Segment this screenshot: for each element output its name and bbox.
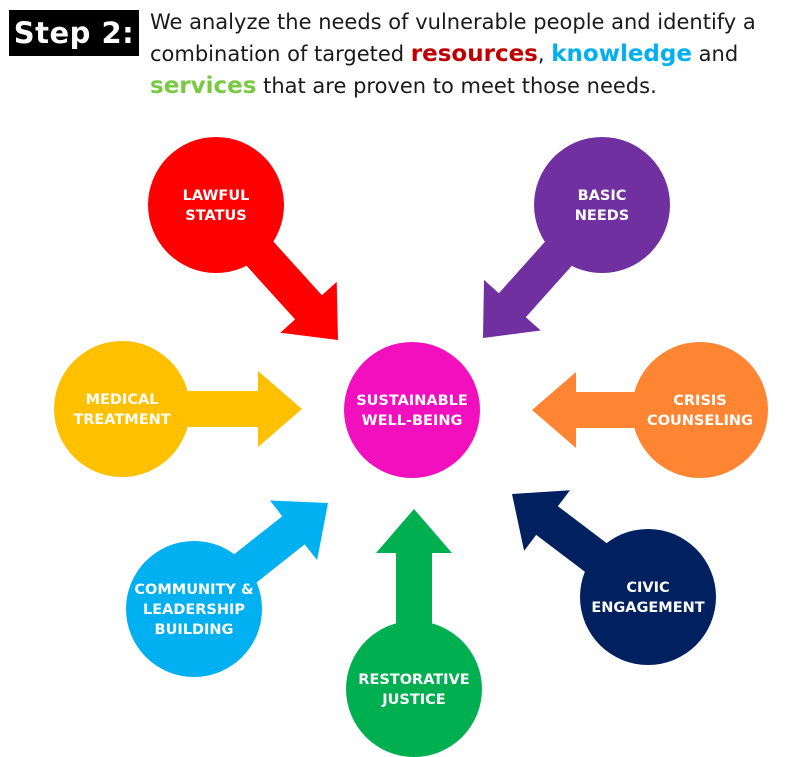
- sustainable-well-being-label-line: SUSTAINABLE: [356, 393, 468, 409]
- restorative-justice-label-line: JUSTICE: [381, 692, 445, 708]
- restorative-justice-label-line: RESTORATIVE: [358, 672, 469, 688]
- node-lawful-status: LAWFUL STATUS: [148, 137, 338, 340]
- restorative-justice-circle: [346, 621, 482, 757]
- medical-treatment-circle: [54, 341, 190, 477]
- crisis-counseling-label-line: COUNSELING: [647, 413, 753, 429]
- lawful-status-label-line: STATUS: [185, 208, 246, 224]
- crisis-counseling-label-line: CRISIS: [673, 393, 726, 409]
- node-community-leadership-building: COMMUNITY & LEADERSHIP BUILDING: [126, 500, 328, 677]
- community-leadership-building-circle: [126, 541, 262, 677]
- node-crisis-counseling: CRISIS COUNSELING: [532, 342, 768, 478]
- node-sustainable-well-being: SUSTAINABLE WELL-BEING: [344, 342, 480, 478]
- keyword-knowledge: knowledge: [551, 41, 692, 67]
- crisis-counseling-arrow-icon: [532, 372, 700, 448]
- crisis-counseling-circle: [632, 342, 768, 478]
- node-basic-needs: BASIC NEEDS: [483, 137, 670, 338]
- basic-needs-label-line: BASIC: [578, 188, 627, 204]
- lawful-status-circle: [148, 137, 284, 273]
- intro-part-1: We analyze the needs of vulnerable peopl…: [150, 10, 756, 66]
- community-leadership-building-label-line: COMMUNITY &: [134, 582, 254, 598]
- header: Step 2: We analyze the needs of vulnerab…: [0, 0, 799, 110]
- restorative-justice-arrow-icon: [376, 509, 452, 689]
- intro-separator-2: and: [691, 42, 739, 66]
- community-leadership-building-label-line: BUILDING: [155, 622, 234, 638]
- civic-engagement-label-line: ENGAGEMENT: [591, 600, 704, 616]
- civic-engagement-label-line: CIVIC: [626, 580, 669, 596]
- intro-separator-1: ,: [537, 42, 552, 66]
- lawful-status-label-line: LAWFUL: [183, 188, 250, 204]
- center-circle: [344, 342, 480, 478]
- keyword-services: services: [150, 73, 257, 99]
- medical-treatment-label-line: TREATMENT: [73, 412, 170, 428]
- medical-treatment-label-line: MEDICAL: [86, 392, 159, 408]
- node-medical-treatment: MEDICAL TREATMENT: [54, 341, 302, 477]
- medical-treatment-arrow-icon: [122, 371, 302, 447]
- basic-needs-label-line: NEEDS: [575, 208, 629, 224]
- intro-part-2: that are proven to meet those needs.: [256, 74, 657, 98]
- node-restorative-justice: RESTORATIVE JUSTICE: [346, 509, 482, 757]
- intro-text: We analyze the needs of vulnerable peopl…: [150, 6, 790, 102]
- sustainable-well-being-label-line: WELL-BEING: [362, 413, 463, 429]
- step-badge: Step 2:: [9, 10, 139, 56]
- community-leadership-building-label-line: LEADERSHIP: [143, 602, 245, 618]
- basic-needs-circle: [534, 137, 670, 273]
- civic-engagement-circle: [580, 529, 716, 665]
- node-civic-engagement: CIVIC ENGAGEMENT: [512, 490, 716, 665]
- keyword-resources: resources: [410, 41, 538, 67]
